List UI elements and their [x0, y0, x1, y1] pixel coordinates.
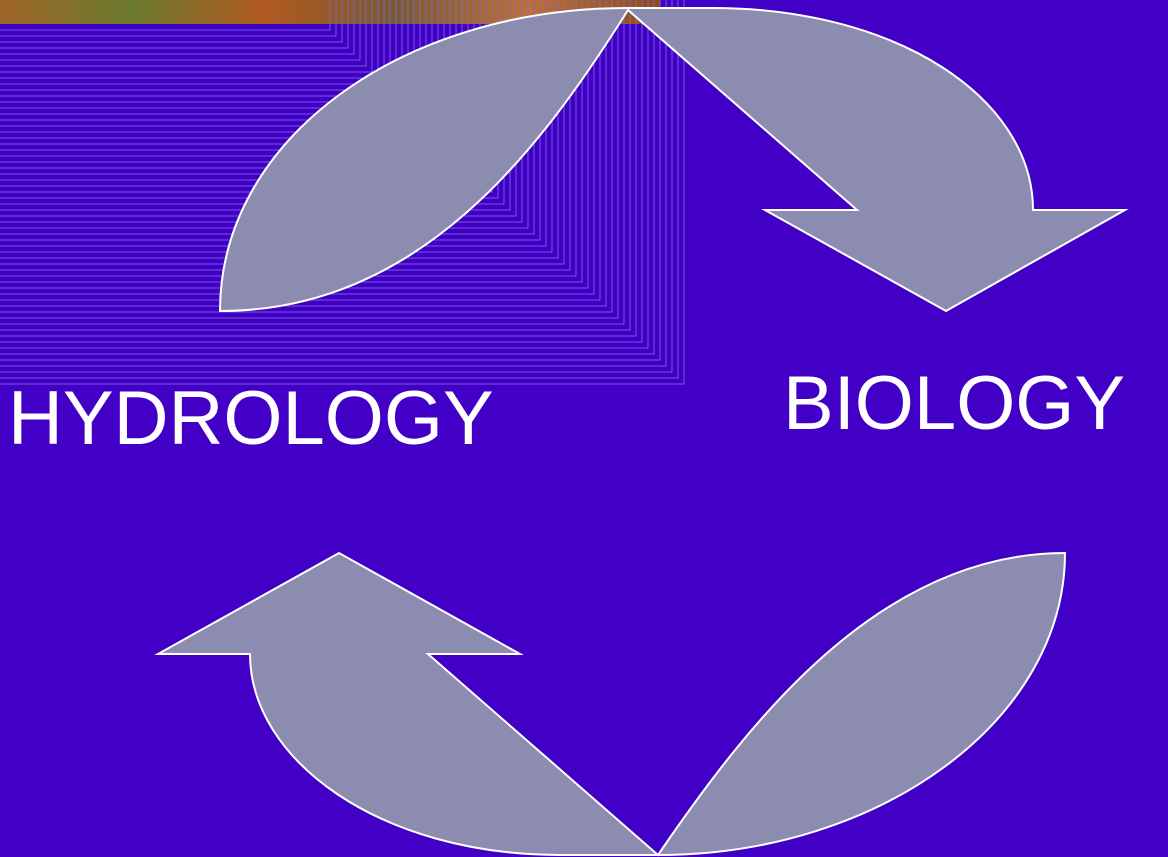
bottom-curved-arrow	[158, 553, 1065, 855]
hydrology-label: HYDROLOGY	[8, 381, 494, 457]
biology-label: BIOLOGY	[783, 366, 1125, 442]
top-curved-arrow	[220, 8, 1125, 311]
